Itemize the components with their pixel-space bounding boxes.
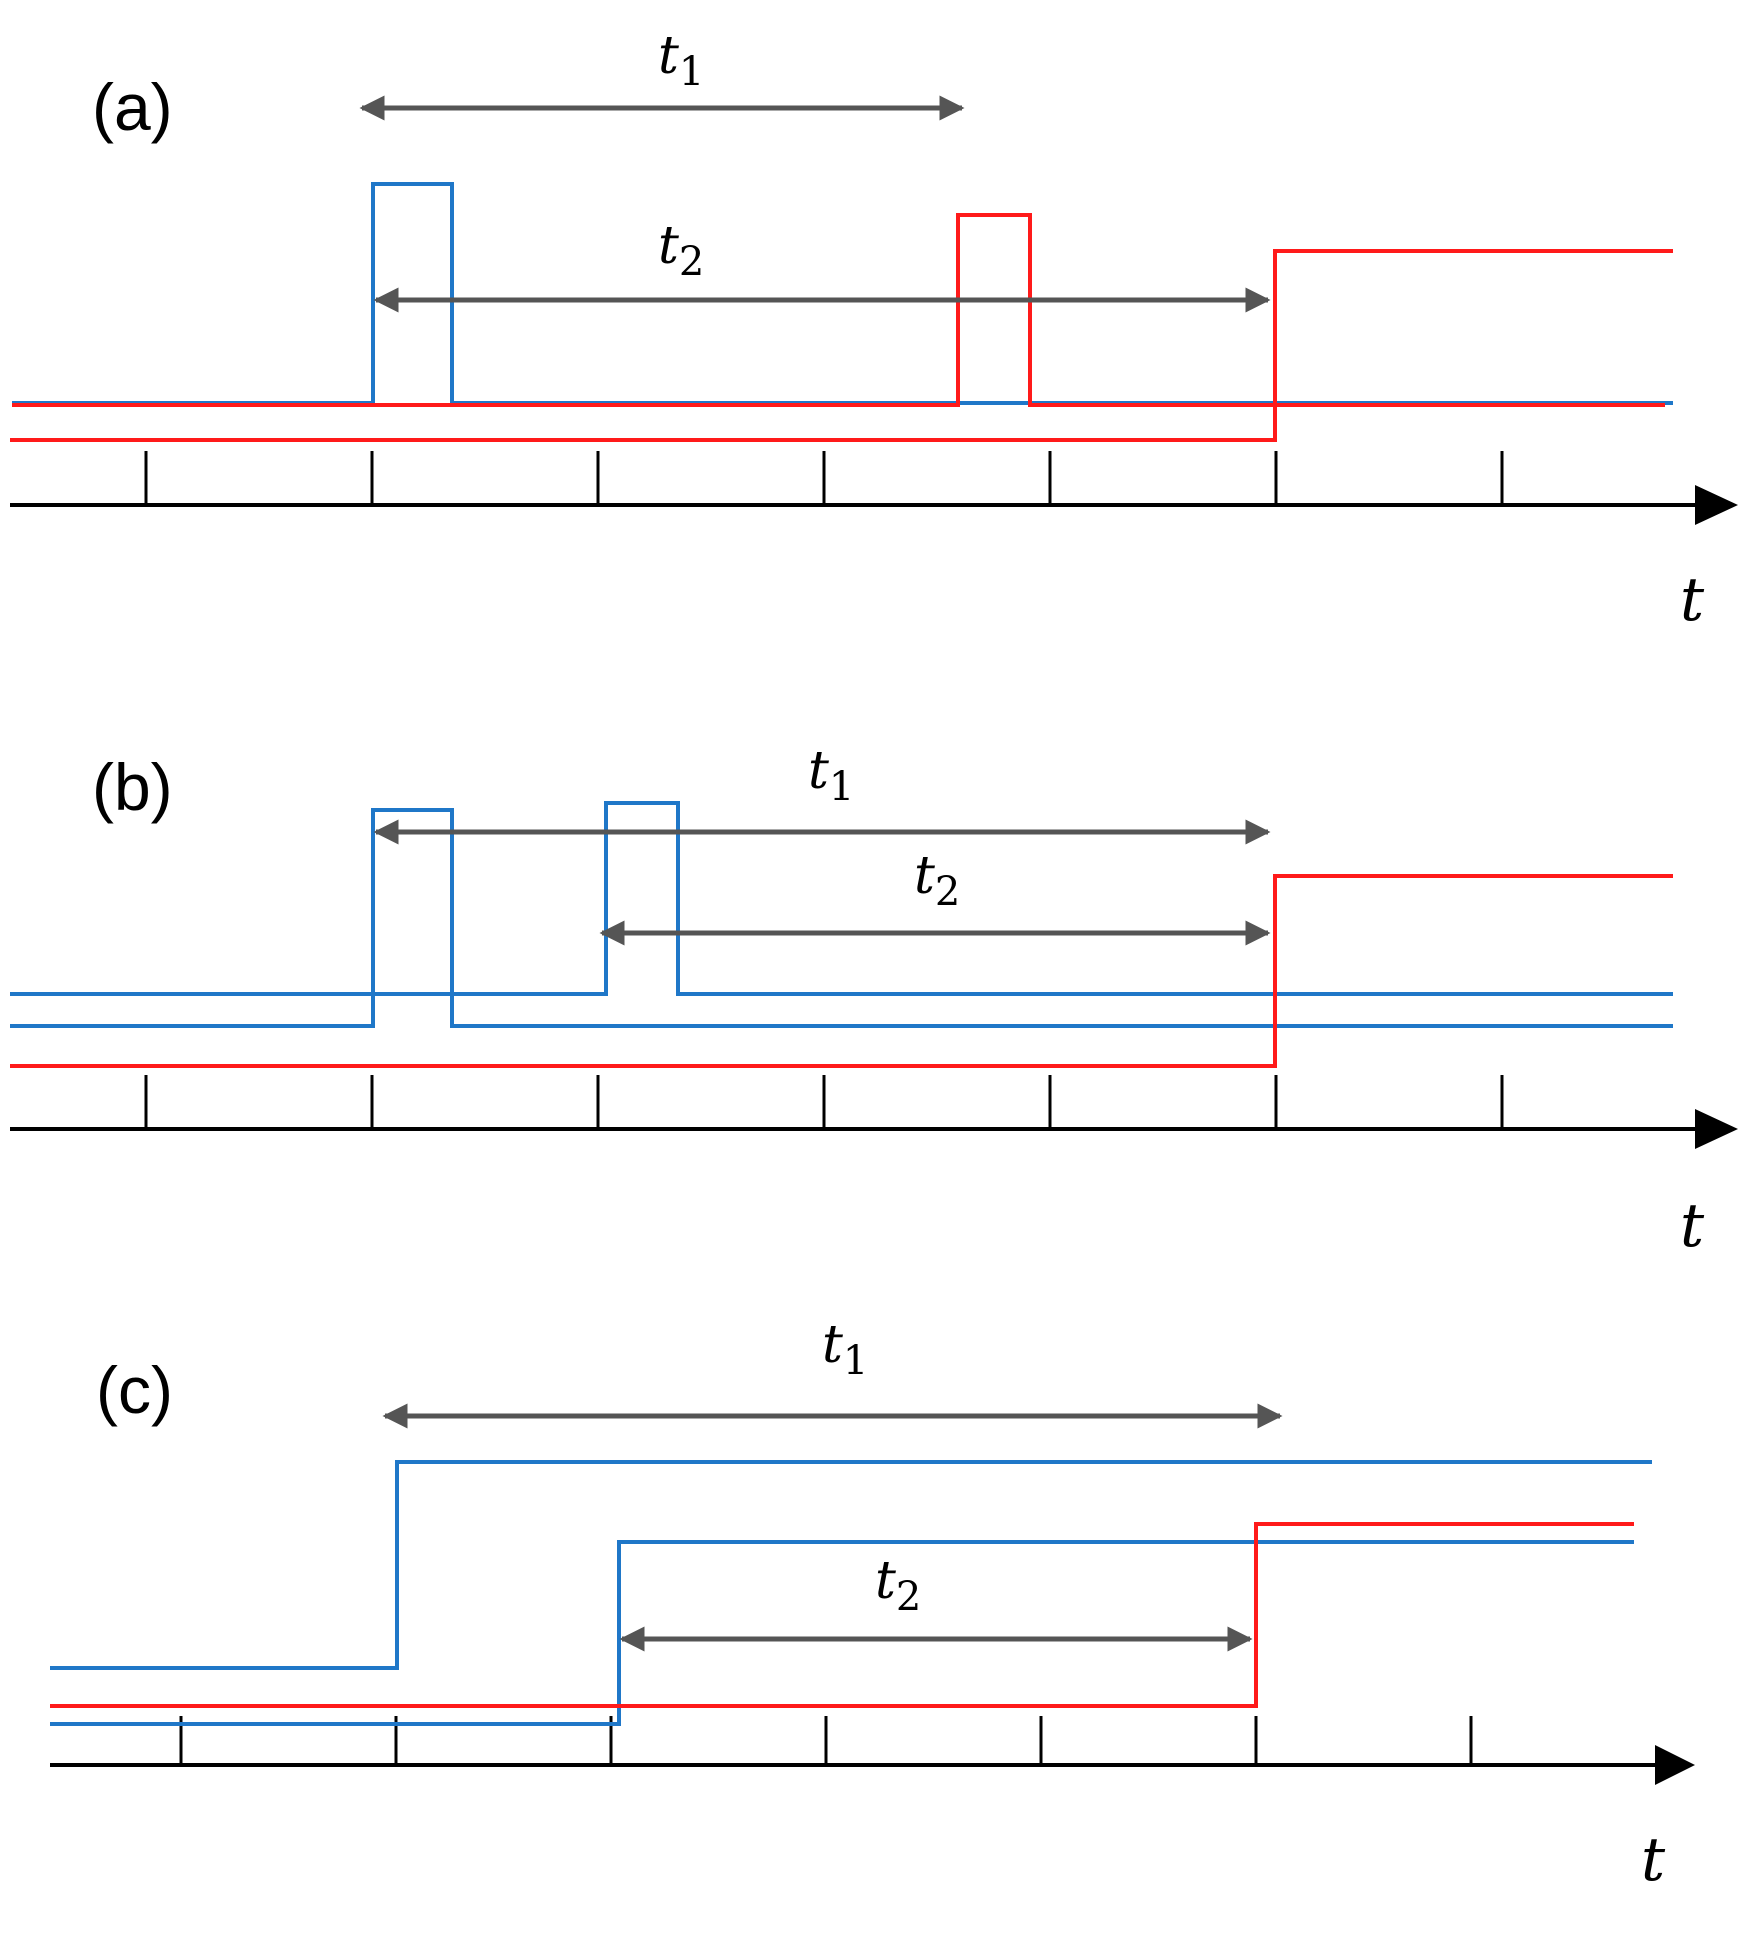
panel-b-axis-label: t [1680,1191,1705,1261]
panel-b-axis-arrowhead [1695,1109,1738,1149]
panel-a-ticks [144,451,1504,505]
panel-c-t2-label: t2 [875,1551,921,1620]
panel-a-t1-label: t1 [658,26,704,95]
panel-a-blue-signal [12,182,1673,405]
panel-a-red-pulse-signal [12,213,1665,407]
panel-b-label: (b) [92,750,173,824]
panel-b-ticks [144,1075,1504,1129]
panel-a-label: (a) [92,70,173,144]
panel-c-blue-lower-signal [50,1540,1634,1726]
panel-c-label: (c) [96,1353,173,1427]
panel-a-axis-label: t [1680,565,1705,635]
panel-a: (a) t t1 t2 [10,26,1738,635]
panel-b: (b) t t1 t2 [10,741,1738,1261]
panel-b-t2-label: t2 [914,846,960,915]
panel-c-axis-arrowhead [1655,1745,1695,1785]
panel-b-t1-label: t1 [808,741,854,810]
panel-a-axis-arrowhead [1695,485,1738,525]
panel-a-t2-label: t2 [658,216,704,285]
panel-c-red-step-signal [50,1522,1634,1708]
panel-c-axis-label: t [1641,1825,1666,1895]
panel-c: (c) t t1 t2 [50,1315,1695,1895]
panel-b-red-step-signal [10,874,1673,1068]
panel-c-blue-upper-signal [50,1460,1652,1670]
panel-c-t1-label: t1 [822,1315,868,1384]
panel-a-red-step-signal [10,249,1673,442]
panel-b-blue-lower-signal [10,808,1673,1028]
panel-b-blue-upper-signal [10,801,1673,996]
